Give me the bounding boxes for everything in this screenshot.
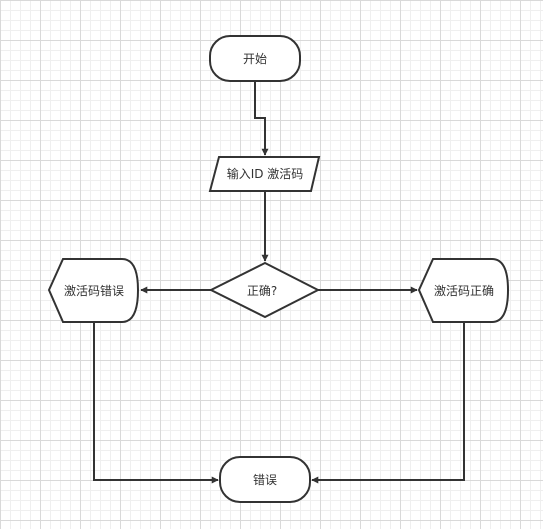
node-decision[interactable]: 正确? <box>208 261 321 319</box>
wrong-code-label: 激活码错误 <box>64 284 124 298</box>
input-label: 输入ID 激活码 <box>227 166 304 181</box>
edge-wrong-to-error <box>93 322 219 484</box>
node-start[interactable]: 开始 <box>209 35 301 82</box>
decision-diamond-shape <box>208 261 321 319</box>
node-error[interactable]: 错误 <box>219 456 311 503</box>
node-wrong-code[interactable]: 激活码错误 <box>47 258 140 323</box>
wrong-code-display-shape <box>47 258 140 323</box>
start-label: 开始 <box>243 52 267 66</box>
node-input[interactable]: 输入ID 激活码 <box>208 156 321 192</box>
error-label: 错误 <box>253 473 277 487</box>
edge-start-to-input <box>254 81 269 156</box>
right-code-label: 激活码正确 <box>434 284 494 298</box>
edge-right-to-error <box>311 322 465 484</box>
input-parallelogram-shape <box>208 156 321 192</box>
error-terminator-shape <box>219 456 311 503</box>
right-code-display-shape <box>417 258 510 323</box>
start-terminator-shape <box>209 35 301 82</box>
node-right-code[interactable]: 激活码正确 <box>417 258 510 323</box>
decision-label: 正确? <box>247 284 277 298</box>
